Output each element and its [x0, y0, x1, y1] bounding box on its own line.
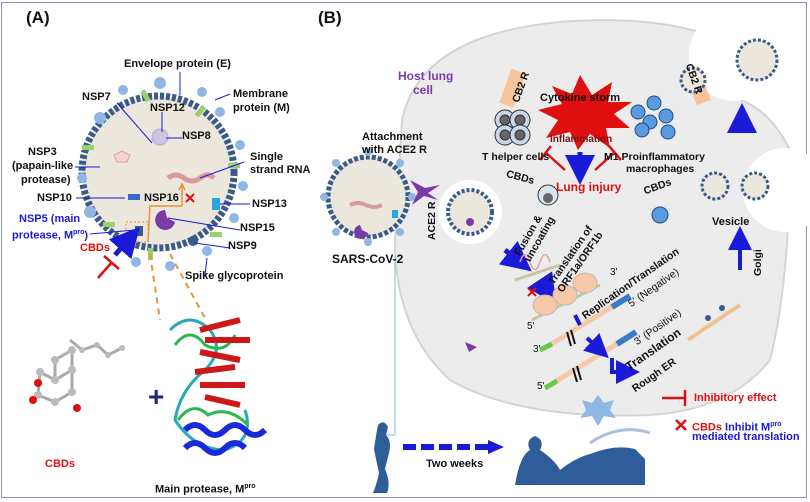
label-attachment-1: Attachment [362, 131, 423, 143]
cbd-molecule [29, 338, 125, 412]
label-two-weeks: Two weeks [426, 458, 484, 470]
vesicle-virions [679, 38, 779, 201]
label-nsp8: NSP8 [182, 130, 211, 142]
label-host-lung-cell-2: cell [413, 83, 434, 97]
label-nsp10: NSP10 [37, 192, 72, 204]
cbds-x-legend-icon [675, 419, 687, 431]
label-nsp13: NSP13 [252, 198, 287, 210]
t-helper-cells [494, 109, 531, 146]
panel-b-label: (B) [318, 8, 342, 27]
label-ssrna-2: strand RNA [250, 164, 311, 176]
label-nsp5-2: protease, Mpro) [12, 229, 89, 242]
label-membrane-2: protein (M) [233, 102, 290, 114]
label-t-helper: T helper cells [482, 151, 550, 163]
inflammation-burst [538, 75, 632, 150]
macrophage-small [651, 206, 669, 224]
label-3prime-2: 3' [533, 344, 541, 355]
legend-inhibitory: Inhibitory effect [694, 392, 777, 404]
label-5prime-2: 5' [537, 381, 545, 392]
label-nsp12: NSP12 [150, 102, 185, 114]
label-golgi: Golgi [752, 249, 764, 276]
m1-macrophages [630, 95, 676, 140]
walking-person-icon [373, 422, 390, 493]
endosome-virion [446, 188, 494, 236]
label-nsp3-3: protease) [21, 174, 71, 186]
label-inflammation: Inflammation [550, 134, 613, 145]
label-nsp16: NSP16 [144, 192, 179, 204]
plus-icon: + [148, 381, 164, 412]
label-main-protease: Main protease, Mpro [155, 483, 256, 496]
label-nsp9: NSP9 [228, 240, 257, 252]
virion-a [75, 72, 250, 321]
hospital-scene-icon [515, 436, 645, 485]
sars-cov-2-virion [320, 148, 416, 246]
panel-a-label: (A) [26, 8, 50, 27]
inhibitory-legend-icon [662, 390, 687, 406]
spike-proteins [77, 77, 248, 271]
label-vesicle: Vesicle [712, 216, 750, 228]
legend-mediated-translation: mediated translation [692, 431, 800, 443]
label-nsp5-1: NSP5 (main [19, 213, 81, 225]
label-envelope: Envelope protein (E) [124, 58, 231, 70]
mpro-structure [168, 317, 268, 456]
label-nsp15: NSP15 [240, 222, 275, 234]
label-membrane-1: Membrane [233, 88, 289, 100]
label-cytokine-storm: Cytokine storm [540, 92, 621, 104]
rna-strands [538, 293, 638, 391]
label-host-lung-cell-1: Host lung [398, 69, 454, 83]
label-lung-injury: Lung injury [556, 180, 622, 194]
label-m1-2: macrophages [626, 163, 695, 175]
label-5prime-1: 5' [527, 321, 535, 332]
ribosomes [532, 272, 598, 316]
label-nsp3-2: (papain-like [12, 160, 74, 172]
label-cbds-molecule: CBDs [45, 458, 75, 470]
label-sars-cov-2: SARS-CoV-2 [332, 252, 404, 266]
label-attachment-2: with ACE2 R [362, 144, 427, 156]
label-3prime-1: 3' [610, 267, 618, 278]
ace2-receptor [410, 180, 440, 205]
label-cbds-a: CBDs [80, 242, 110, 254]
label-ssrna-1: Single [250, 151, 284, 163]
label-nsp7: NSP7 [82, 91, 111, 103]
legend-cbds-inhibit: CBDs Inhibit Mpro [692, 421, 782, 434]
cb2r-left-box [499, 68, 526, 108]
label-spike: Spike glycoprotein [185, 270, 284, 282]
label-ace2: ACE2 R [426, 201, 438, 240]
label-m1-1: M1 Proinflammatory [604, 151, 705, 163]
vesicle-circle [743, 148, 810, 232]
label-nsp3-1: NSP3 [28, 146, 57, 158]
light-icon [580, 395, 616, 426]
